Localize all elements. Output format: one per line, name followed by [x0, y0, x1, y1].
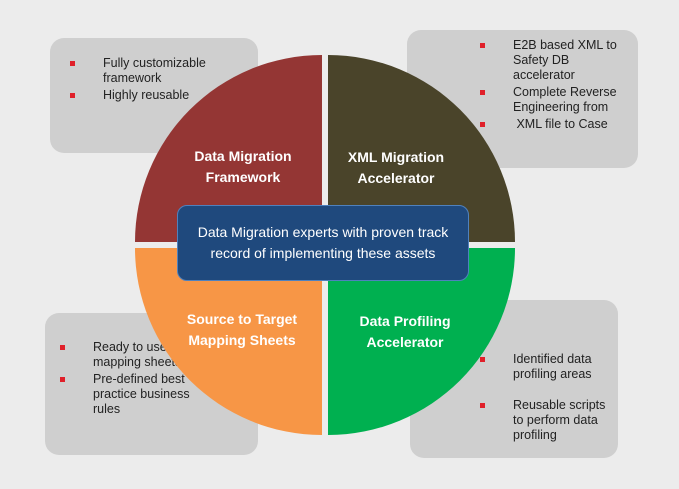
- info-box-top-right: E2B based XML to Safety DB accelerator C…: [407, 30, 638, 168]
- center-statement: Data Migration experts with proven track…: [177, 205, 469, 281]
- quadrant-top-left: [135, 55, 322, 242]
- bullet-item: Complete Reverse Engineering from: [480, 85, 630, 115]
- bullet-item: Identified data profiling areas: [480, 352, 615, 382]
- bullet-item: XML file to Case: [480, 117, 630, 132]
- quadrant-label-xml-migration-accelerator: XML Migration Accelerator: [347, 149, 445, 186]
- bullet-item: E2B based XML to Safety DB accelerator: [480, 38, 630, 83]
- quadrant-bottom-left: [135, 248, 322, 435]
- bullet-item: Pre-defined best practice business rules: [60, 372, 210, 417]
- quadrant-bottom-right: [328, 248, 515, 435]
- bullet-item: Reusable scripts to perform data profili…: [480, 398, 615, 443]
- quadrant-label-data-profiling-accelerator: Data Profiling Accelerator: [359, 313, 451, 350]
- bullet-item: Highly reusable: [70, 88, 250, 103]
- quadrant-top-right: [328, 55, 515, 242]
- quadrant-label-source-to-target: Source to Target Mapping Sheets: [186, 311, 298, 348]
- bullet-item: Ready to use mapping sheets: [60, 340, 210, 370]
- center-text: Data Migration experts with proven track…: [197, 224, 449, 261]
- bullet-item: Fully customizable framework: [70, 56, 250, 86]
- quadrant-label-data-migration-framework: Data Migration Framework: [194, 148, 292, 185]
